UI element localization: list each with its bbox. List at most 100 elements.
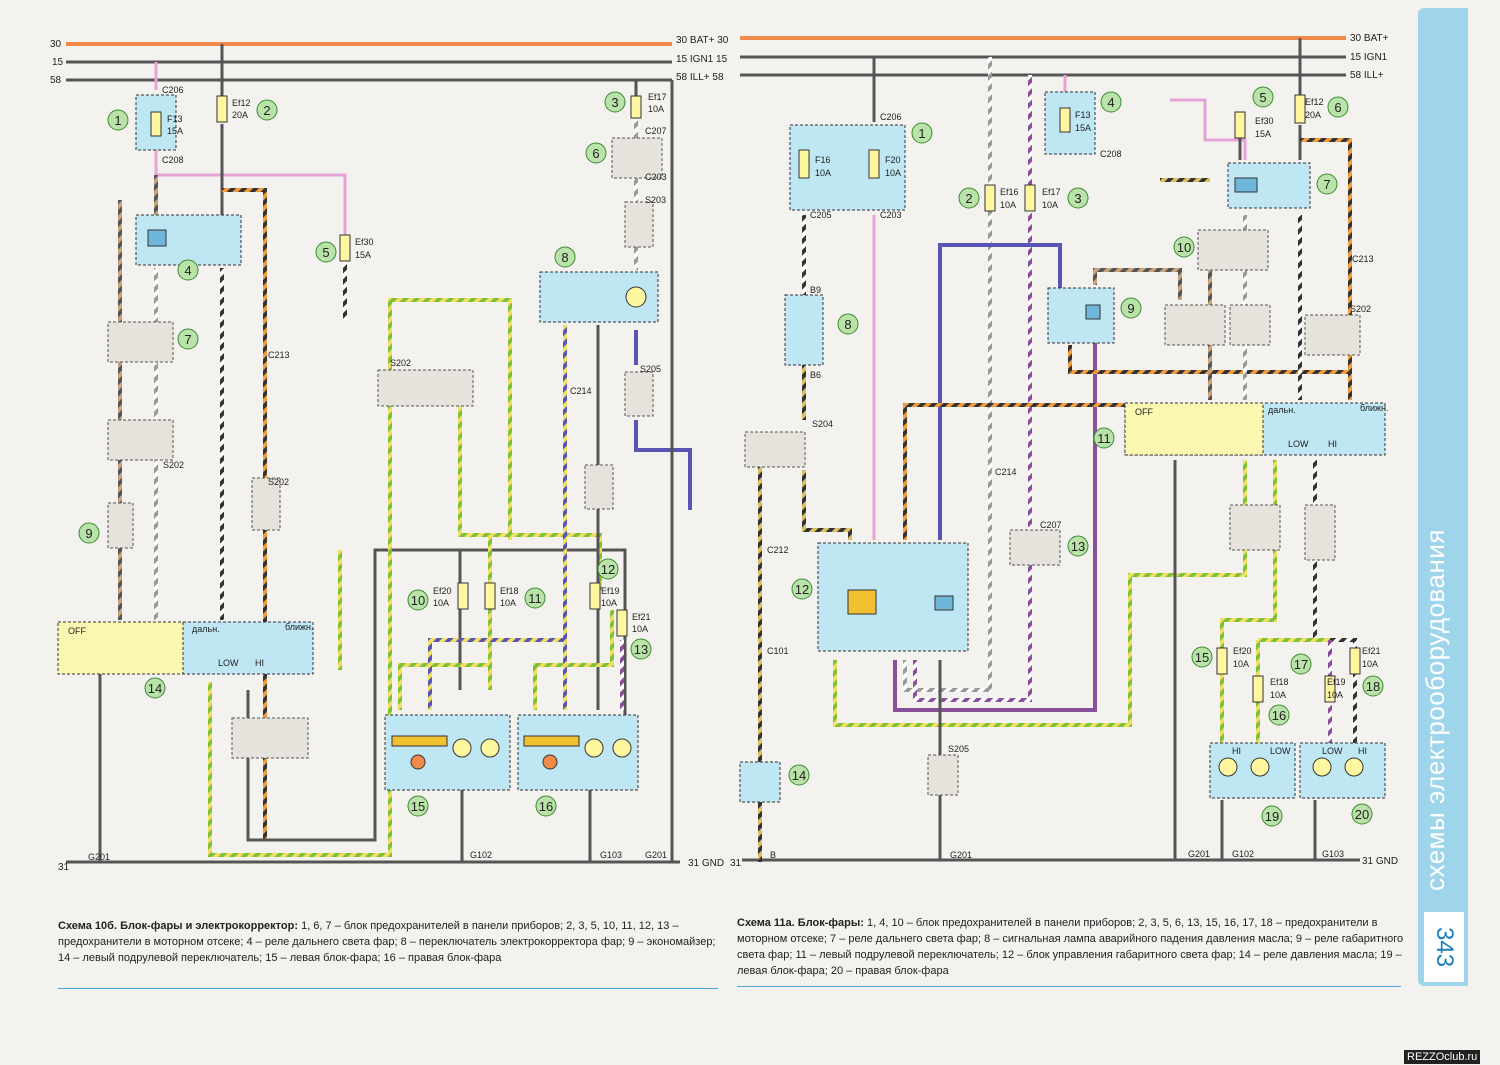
side-tab (1418, 8, 1468, 986)
callout-circle-23 (837, 313, 859, 335)
callout-number-27: 12 (795, 582, 809, 597)
lbl-ef19a: 10A (601, 598, 617, 608)
bus-15-left: 15 (52, 57, 64, 68)
callout-circle-14 (407, 795, 429, 817)
callout-number-14: 15 (411, 799, 425, 814)
rlbl-dal: дальн. (1268, 405, 1296, 415)
rlbl-low: LOW (1288, 439, 1309, 449)
rlbl-c203: C203 (880, 210, 902, 220)
lbl-s202-a: S202 (163, 460, 184, 470)
bus-15-right: 15 IGN1 (1350, 52, 1388, 63)
left-labels: C206 C208 F13 15A Ef12 20A Ef17 10A C207… (68, 85, 667, 862)
rlbl-ef18: Ef18 (1270, 677, 1289, 687)
rlbl-f16a: 10A (815, 168, 831, 178)
side-title: схемы электрооборудования (1420, 529, 1450, 891)
lbl-bl: ближн. (285, 622, 314, 632)
bus-15-mid: 15 IGN1 15 (676, 54, 728, 65)
rlbl-ef12: Ef12 (1305, 97, 1324, 107)
callout-number-29: 14 (792, 768, 806, 783)
callout-number-20: 5 (1259, 90, 1266, 105)
lbl-dal: дальн. (192, 624, 220, 634)
bus-lines-left (66, 42, 680, 864)
rlbl-ef16a: 10A (1000, 200, 1016, 210)
callout-circle-12 (630, 638, 652, 660)
lbl-g102: G102 (470, 850, 492, 860)
watermark: REZZOclub.ru (1404, 1050, 1481, 1064)
rlbl-s205: S205 (948, 744, 969, 754)
bus-58-right: 58 ILL+ (1350, 70, 1384, 81)
rlbl-ef21a: 10A (1362, 659, 1378, 669)
callout-circle-26 (1093, 427, 1115, 449)
callout-number-32: 17 (1294, 657, 1308, 672)
rlbl-c207: C207 (1040, 520, 1062, 530)
callout-circle-8 (78, 522, 100, 544)
lbl-s203: S203 (645, 195, 666, 205)
callout-circle-24 (1120, 297, 1142, 319)
rlbl-c212: C212 (767, 545, 789, 555)
lbl-s202-b: S202 (268, 477, 289, 487)
callout-number-35: 20 (1355, 807, 1369, 822)
rlbl-s202: S202 (1350, 304, 1371, 314)
callout-number-21: 6 (1334, 100, 1341, 115)
callout-circle-6 (177, 328, 199, 350)
caption-left: Схема 10б. Блок-фары и электрокорректор:… (58, 918, 718, 966)
rlbl-b9: B9 (810, 285, 821, 295)
caption-left-body: 1, 6, 7 – блок предохранителей в панели … (58, 920, 716, 964)
rlbl-g201b: G201 (1188, 849, 1210, 859)
ground-31-left: 31 (58, 862, 70, 873)
callout-number-13: 14 (148, 681, 162, 696)
divider-right (737, 986, 1401, 987)
rlbl-ef19a: 10A (1327, 690, 1343, 700)
divider-left (58, 988, 718, 989)
rlbl-b6: B6 (810, 370, 821, 380)
rlbl-ef17a: 10A (1042, 200, 1058, 210)
callout-circle-31 (1268, 704, 1290, 726)
callout-number-18: 3 (1074, 191, 1081, 206)
lbl-s205: S205 (640, 364, 661, 374)
callout-circle-30 (1191, 646, 1213, 668)
callout-number-0: 1 (114, 113, 121, 128)
bus-58-mid: 58 ILL+ 58 (676, 72, 724, 83)
rlbl-c213: C213 (1352, 254, 1374, 264)
rlbl-off: OFF (1135, 407, 1153, 417)
callout-circle-27 (791, 578, 813, 600)
callout-number-1: 2 (263, 103, 270, 118)
callout-number-6: 7 (184, 332, 191, 347)
left-components (57, 94, 663, 791)
rlbl-hi: HI (1328, 439, 1337, 449)
rlbl-g103: G103 (1322, 849, 1344, 859)
bus-lines-right (740, 36, 1360, 862)
rlbl-lamp-low-l: LOW (1270, 746, 1291, 756)
rlbl-c206: C206 (880, 112, 902, 122)
lbl-f13: F13 (167, 114, 183, 124)
rlbl-bl: ближн. (1360, 403, 1389, 413)
callout-circle-7 (554, 246, 576, 268)
bus-30-left: 30 (50, 39, 62, 50)
callout-number-26: 11 (1097, 431, 1111, 446)
callout-circle-34 (1261, 805, 1283, 827)
callout-circle-18 (1067, 187, 1089, 209)
callout-circle-22 (1316, 173, 1338, 195)
callout-number-19: 4 (1107, 95, 1114, 110)
callout-circle-1 (256, 99, 278, 121)
callout-circle-5 (585, 142, 607, 164)
ground-31-gnd-mid: 31 GND (688, 858, 724, 869)
lbl-ef12a: 20A (232, 110, 248, 120)
rlbl-c205: C205 (810, 210, 832, 220)
callout-circle-29 (788, 764, 810, 786)
callout-number-34: 19 (1265, 809, 1279, 824)
callout-circle-20 (1252, 86, 1274, 108)
callout-number-23: 8 (844, 317, 851, 332)
callout-circle-35 (1351, 803, 1373, 825)
callout-circle-17 (958, 187, 980, 209)
callout-number-12: 13 (634, 642, 648, 657)
lbl-ef18: Ef18 (500, 586, 519, 596)
caption-right-title: Схема 11а. Блок-фары: (737, 917, 864, 929)
callout-circle-9 (407, 589, 429, 611)
callout-number-31: 16 (1272, 708, 1286, 723)
callout-circle-13 (144, 677, 166, 699)
lbl-f13a: 15A (167, 126, 183, 136)
lbl-ef17a: 10A (648, 104, 664, 114)
rlbl-b: B (770, 850, 776, 860)
